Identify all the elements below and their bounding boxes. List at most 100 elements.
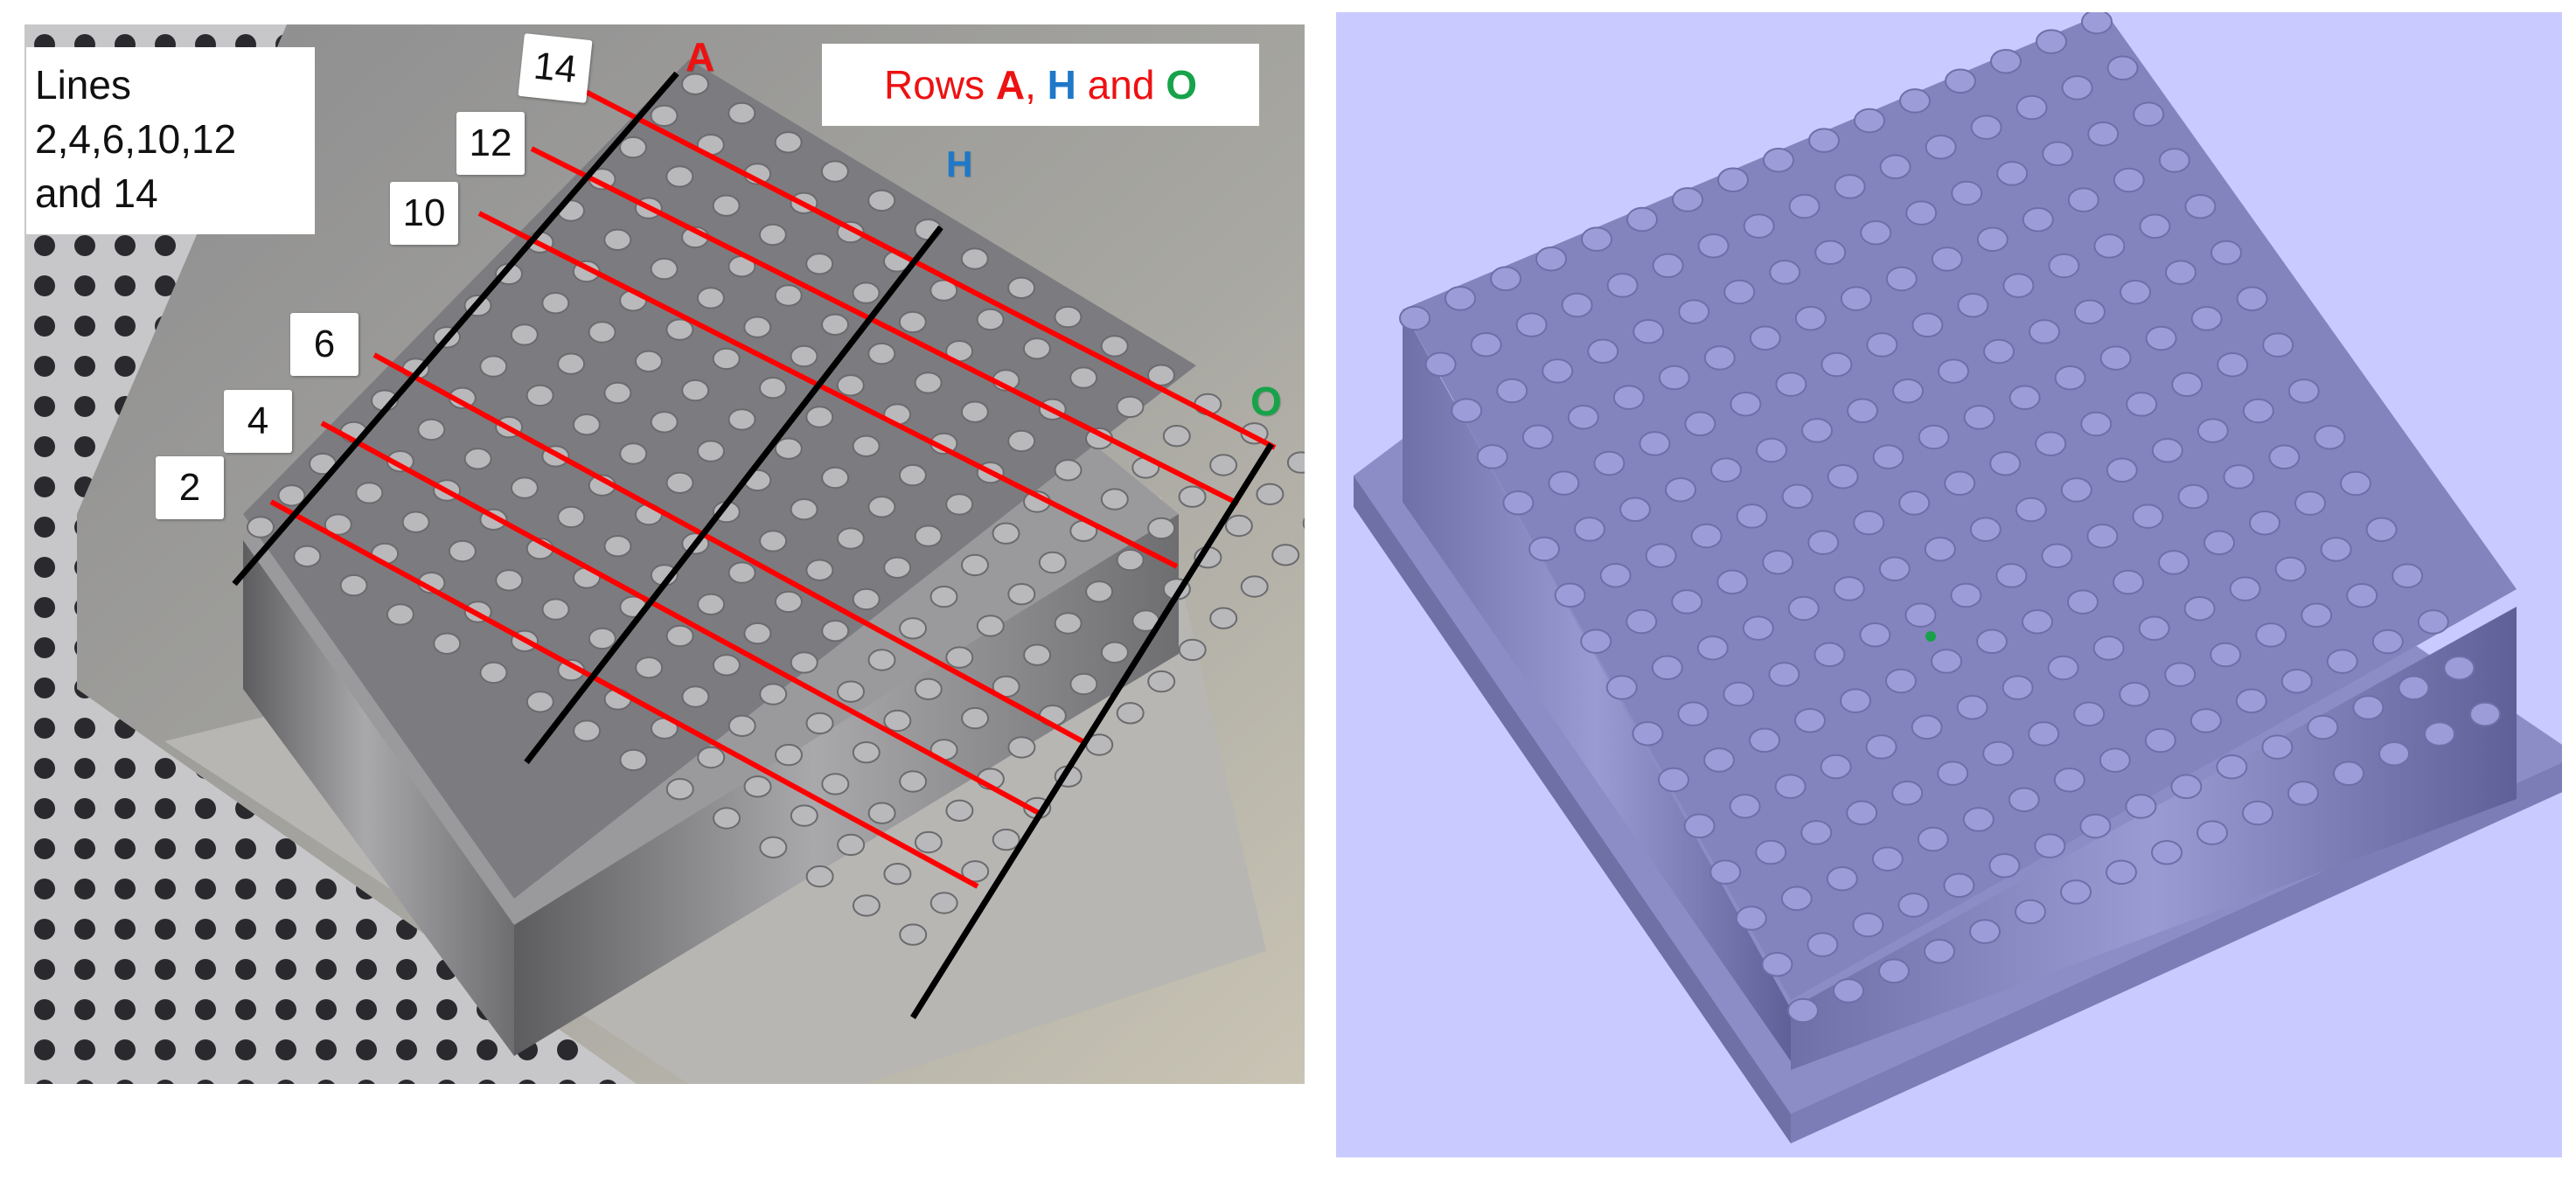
line-number-2: 2	[156, 456, 224, 519]
render-pillar-cap	[1814, 240, 1847, 266]
rows-legend-o: O	[1166, 62, 1197, 108]
render-pillar-cap	[2236, 286, 2268, 312]
render-pillar-cap	[1678, 299, 1710, 324]
render-pillar-cap	[2217, 351, 2249, 378]
render-pillar-cap	[2314, 424, 2346, 450]
photo-pillar-cap	[1007, 736, 1036, 759]
photo-pillar-cap	[1054, 612, 1083, 635]
render-pillar-cap	[2365, 517, 2398, 543]
render-pillar-cap	[2151, 839, 2183, 865]
render-pillar-cap	[1769, 260, 1801, 285]
render-pillar-cap	[1944, 470, 1976, 497]
photo-pillar-cap	[821, 466, 850, 490]
line-2	[269, 499, 979, 889]
render-pillar-cap	[2340, 470, 2371, 497]
render-pillar-cap	[2093, 233, 2126, 259]
photo-pillar-cap	[867, 802, 896, 824]
render-pillar-cap	[2086, 523, 2119, 549]
render-pillar-cap	[1996, 161, 2029, 186]
render-pillar-cap	[1988, 852, 2021, 879]
photo-pillar-cap	[1178, 638, 1207, 662]
specimen-photo: Lines 2,4,6,10,12 and 14 Rows A , H and …	[24, 24, 1305, 1084]
photo-pillar-cap	[852, 894, 881, 917]
render-pillar-cap	[2190, 306, 2223, 331]
photo-pillar-cap	[572, 413, 601, 436]
render-pillar-cap	[1528, 536, 1560, 562]
photo-pillar-cap	[929, 279, 958, 302]
photo-pillar-cap	[867, 189, 896, 212]
photo-pillar-cap	[665, 624, 694, 648]
photo-pillar-cap	[1147, 670, 1176, 693]
photo-pillar-cap	[961, 706, 990, 730]
render-pillar-cap	[2126, 392, 2158, 417]
render-pillar-cap	[1852, 912, 1884, 938]
render-pillar-cap	[1729, 793, 1761, 819]
photo-pillar-cap	[821, 773, 850, 795]
photo-pillar-cap	[681, 379, 710, 402]
photo-pillar-cap	[837, 833, 866, 857]
render-pillar-cap	[2287, 781, 2319, 806]
render-pillar-cap	[1807, 530, 1840, 555]
photo-pillar-cap	[247, 516, 275, 538]
photo-pillar-cap	[790, 344, 818, 368]
render-pillar-cap	[1872, 444, 1904, 469]
render-pillar-cap	[1820, 754, 1852, 780]
render-pillar-cap	[1639, 431, 1671, 456]
render-pillar-cap	[2301, 602, 2333, 629]
photo-pillar-cap	[867, 342, 896, 365]
render-pillar-cap	[2125, 794, 2157, 819]
render-pillar-cap	[2106, 55, 2139, 81]
render-pillar-cap	[1763, 147, 1794, 173]
render-pillar-cap	[1619, 497, 1651, 523]
render-pillar-cap	[2008, 787, 2040, 813]
photo-pillar-cap	[697, 593, 726, 615]
render-pillar-cap	[2060, 879, 2092, 905]
photo-pillar-cap	[945, 493, 974, 516]
render-pillar-cap	[1626, 206, 1658, 233]
photo-pillar-cap	[1054, 305, 1083, 329]
render-pillar-cap	[2210, 240, 2242, 266]
render-pillar-cap	[1424, 351, 1457, 378]
render-pillar-cap	[1535, 246, 1567, 272]
render-pillar-cap	[1969, 517, 2002, 542]
render-pillar-cap	[2119, 681, 2151, 707]
render-pillar-cap	[1605, 675, 1638, 700]
photo-pillar-cap	[820, 160, 849, 183]
render-pillar-cap	[2042, 141, 2074, 167]
render-pillar-cap	[1957, 292, 1989, 318]
render-pillar-cap	[2190, 708, 2222, 733]
render-pillar-cap	[2183, 595, 2216, 622]
photo-pillar-cap	[960, 400, 989, 423]
photo-pillar-cap	[759, 683, 788, 705]
photo-pillar-cap	[541, 598, 570, 621]
photo-pillar-cap	[728, 408, 756, 431]
row-line-a	[232, 71, 679, 587]
photo-pillar-cap	[1209, 607, 1238, 629]
photo-pillar-cap	[883, 709, 912, 733]
render-pillar-cap	[1502, 490, 1535, 516]
render-pillar-cap	[2352, 695, 2385, 720]
render-pillar-cap	[2092, 636, 2125, 661]
photo-pillar-cap	[463, 448, 492, 470]
photo-pillar-cap	[681, 73, 709, 95]
photo-pillar-cap	[1007, 583, 1036, 606]
render-pillar-cap	[2398, 675, 2430, 701]
rows-legend-sep1: ,	[1025, 62, 1048, 108]
render-pillar-cap	[1905, 200, 1938, 226]
row-line-h	[524, 225, 943, 765]
photo-pillar-cap	[557, 352, 586, 375]
render-pillar-cap	[2028, 721, 2060, 747]
render-pillar-cap	[2268, 444, 2301, 470]
render-pillar-cap	[2443, 655, 2475, 681]
render-pillar-cap	[2067, 589, 2099, 615]
render-pillar-cap	[1730, 391, 1762, 417]
photo-pillar-cap	[992, 522, 1020, 545]
render-pillar-cap	[1445, 286, 1476, 311]
lines-note: Lines 2,4,6,10,12 and 14	[26, 47, 315, 234]
render-pillar-cap	[2307, 714, 2339, 740]
photo-pillar-cap	[339, 573, 368, 597]
render-pillar-cap	[1451, 398, 1483, 423]
render-pillar-cap	[1826, 865, 1858, 892]
photo-pillar-cap	[355, 482, 384, 504]
render-pillar-cap	[1743, 213, 1775, 239]
